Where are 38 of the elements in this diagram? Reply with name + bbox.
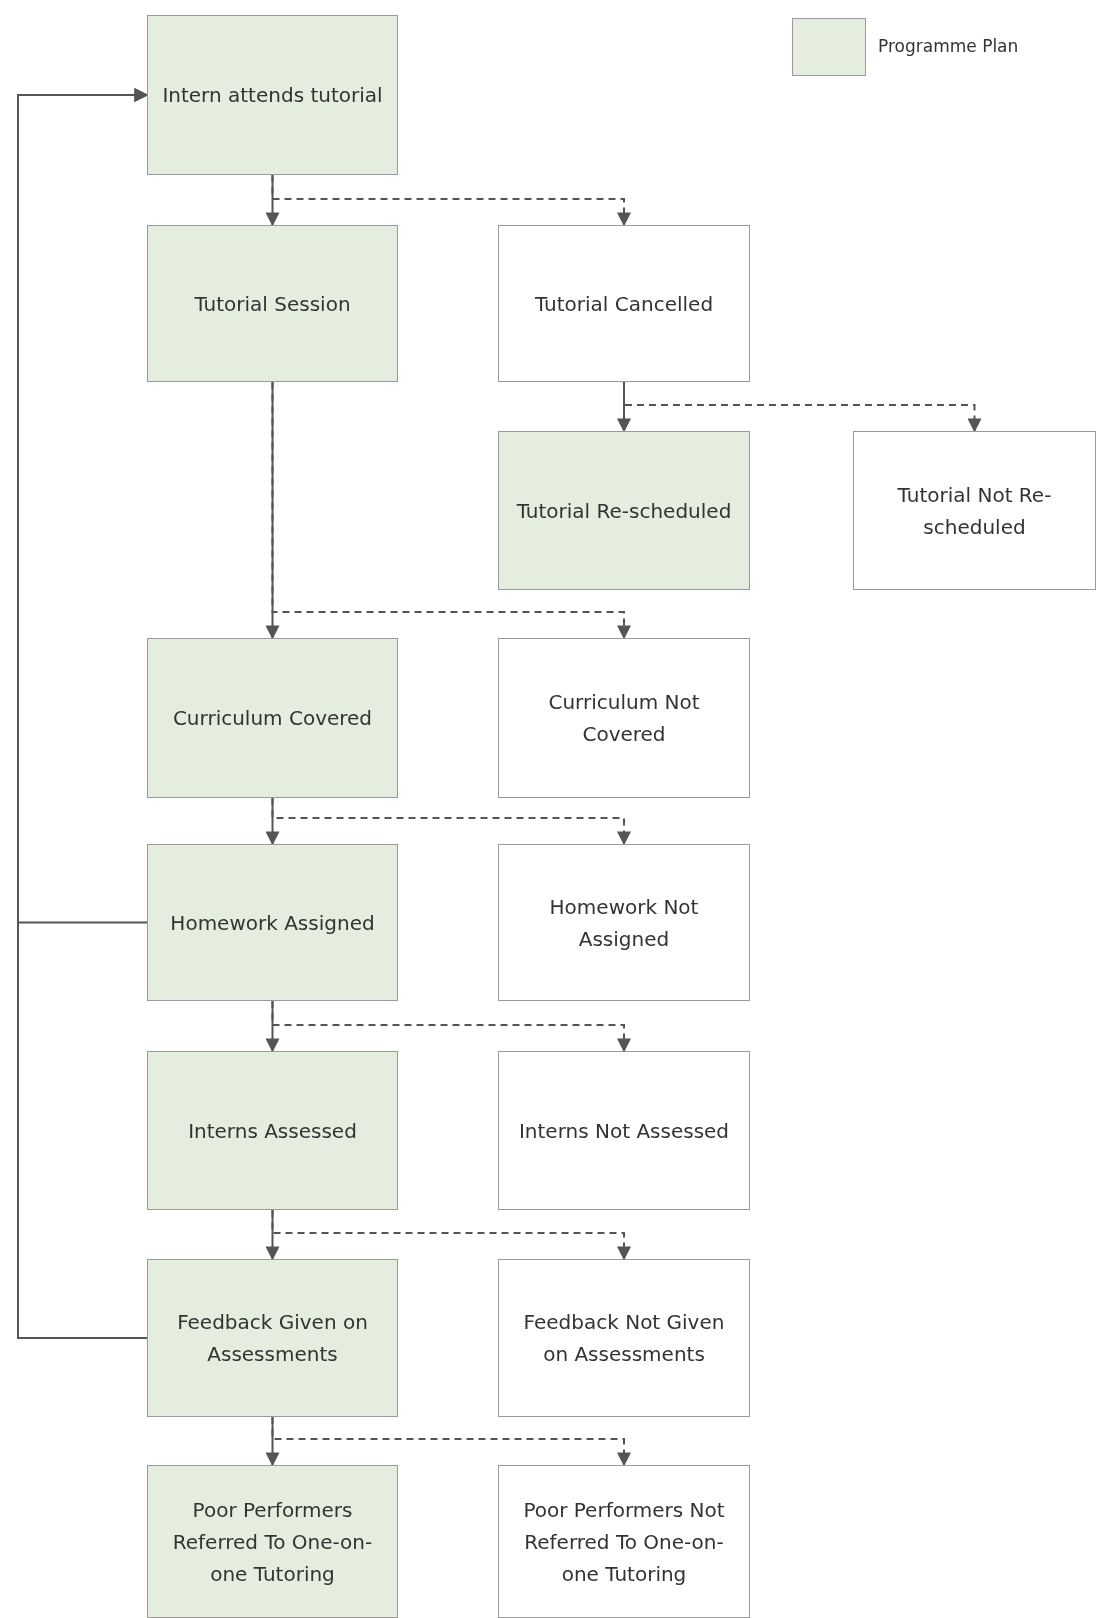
- process-box: [498, 431, 750, 590]
- box-label: Poor Performers Referred To One-on-one Tutoring: [171, 1496, 374, 1588]
- box-label: Curriculum Covered: [172, 705, 373, 732]
- box-label: Tutorial Cancelled: [534, 290, 714, 318]
- process-box: [147, 1465, 398, 1618]
- box-label: Tutorial Session: [194, 290, 351, 318]
- process-box: [147, 844, 398, 1001]
- process-box: [147, 225, 398, 382]
- process-box: [147, 15, 398, 175]
- box-label: Homework Assigned: [170, 909, 375, 937]
- box-label: Poor Performers Not Referred To One-on-one Tutoring: [522, 1496, 726, 1588]
- box-label: Curriculum Not Covered: [547, 689, 701, 748]
- process-box: [498, 225, 750, 382]
- box-label: Tutorial Re-scheduled: [516, 497, 732, 525]
- box-label: Interns Assessed: [188, 1117, 357, 1145]
- box-label: Feedback Not Given on Assessments: [522, 1309, 726, 1368]
- arrow: [271, 1209, 631, 1261]
- process-box: [147, 1051, 398, 1210]
- box-label: Intern attends tutorial: [162, 82, 383, 109]
- arrow: [271, 381, 631, 640]
- process-box: [498, 638, 750, 798]
- arrow: [271, 174, 631, 227]
- process-box: [147, 1259, 398, 1417]
- arrow: [271, 797, 631, 846]
- box-label: Interns Not Assessed: [518, 1117, 730, 1145]
- arrow: [271, 1000, 631, 1053]
- arrow: [17, 88, 149, 1339]
- box-label: Feedback Given on Assessments: [176, 1309, 369, 1368]
- process-box: [498, 1465, 750, 1618]
- legend-label: Programme Plan: [878, 36, 1019, 56]
- process-box: [498, 1051, 750, 1210]
- process-box: [498, 844, 750, 1001]
- process-box: [147, 638, 398, 798]
- box-label: Homework Not Assigned: [548, 893, 700, 953]
- box-label: Tutorial Not Re-scheduled: [896, 481, 1053, 541]
- arrow: [271, 1416, 631, 1467]
- process-box: [498, 1259, 750, 1417]
- process-box: [853, 431, 1096, 590]
